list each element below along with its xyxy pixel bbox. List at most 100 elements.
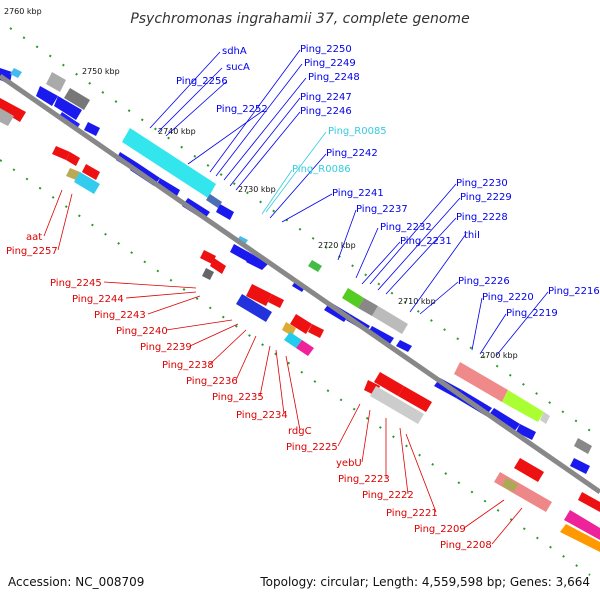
gene-label[interactable]: Ping_2208 bbox=[440, 540, 492, 551]
gene-label[interactable]: Ping_2237 bbox=[356, 204, 408, 215]
tick-label: 2700 kbp bbox=[480, 351, 518, 360]
accession-text: Accession: NC_008709 bbox=[8, 575, 144, 589]
gene-label[interactable]: Ping_2250 bbox=[300, 44, 352, 55]
gene-feature[interactable] bbox=[246, 254, 268, 270]
category-bar bbox=[372, 306, 408, 334]
category-bar bbox=[74, 172, 100, 194]
rna-feature[interactable] bbox=[10, 68, 22, 78]
gene-feature[interactable] bbox=[156, 178, 180, 198]
gene-feature[interactable] bbox=[398, 386, 432, 412]
category-bar bbox=[454, 362, 508, 402]
category-bar bbox=[494, 472, 552, 512]
gene-label[interactable]: Ping_2222 bbox=[362, 490, 414, 501]
category-bar bbox=[502, 390, 544, 422]
category-bar bbox=[46, 72, 66, 92]
gene-label[interactable]: aat bbox=[26, 232, 42, 243]
category-bar bbox=[206, 194, 222, 208]
gene-feature[interactable] bbox=[54, 96, 82, 120]
category-track-upper bbox=[10, 68, 592, 454]
gene-label[interactable]: Ping_2243 bbox=[94, 310, 146, 321]
gene-feature[interactable] bbox=[200, 250, 216, 264]
category-bar bbox=[358, 298, 378, 316]
gene-label[interactable]: Ping_2230 bbox=[456, 178, 508, 189]
reverse-strand-track bbox=[0, 98, 600, 512]
gene-label[interactable]: Ping_2240 bbox=[116, 326, 168, 337]
gene-feature[interactable] bbox=[578, 492, 600, 512]
gene-label[interactable]: Ping_2252 bbox=[216, 104, 268, 115]
gene-label[interactable]: sucA bbox=[226, 62, 250, 73]
gene-label[interactable]: Ping_2229 bbox=[460, 192, 512, 203]
gene-feature[interactable] bbox=[216, 204, 234, 220]
reverse-leader-lines bbox=[43, 189, 523, 545]
category-bar bbox=[236, 294, 272, 322]
gene-feature[interactable] bbox=[82, 164, 100, 180]
gene-label[interactable]: Ping_2228 bbox=[456, 212, 508, 223]
gene-feature[interactable] bbox=[374, 372, 404, 396]
tick-label: 2760 kbp bbox=[4, 7, 42, 16]
gene-feature[interactable] bbox=[246, 284, 272, 306]
gene-label[interactable]: Ping_2248 bbox=[308, 72, 360, 83]
gene-feature[interactable] bbox=[66, 152, 80, 166]
gene-feature[interactable] bbox=[52, 146, 70, 160]
gene-label[interactable]: Ping_2249 bbox=[304, 58, 356, 69]
gene-label[interactable]: Ping_2245 bbox=[50, 278, 102, 289]
gene-label[interactable]: rdgC bbox=[288, 426, 312, 437]
tick-label: 2710 kbp bbox=[398, 297, 436, 306]
gene-feature[interactable] bbox=[514, 458, 544, 482]
reverse-labels: aat Ping_2257 Ping_2245 Ping_2244 Ping_2… bbox=[6, 232, 492, 551]
gene-label[interactable]: sdhA bbox=[222, 46, 247, 57]
category-bar bbox=[202, 268, 214, 280]
gene-label[interactable]: Ping_2238 bbox=[162, 360, 214, 371]
gene-label[interactable]: thiI bbox=[464, 230, 480, 241]
scale-ticks: 2760 kbp 2750 kbp 2740 kbp 2730 kbp 2720… bbox=[4, 7, 518, 360]
gene-label[interactable]: Ping_2209 bbox=[414, 524, 466, 535]
gene-label[interactable]: Ping_2244 bbox=[72, 294, 124, 305]
gene-feature[interactable] bbox=[84, 122, 100, 136]
gene-label[interactable]: Ping_2246 bbox=[300, 106, 352, 117]
gene-feature[interactable] bbox=[570, 458, 590, 474]
category-bar bbox=[64, 88, 90, 110]
gene-label[interactable]: Ping_2242 bbox=[326, 148, 378, 159]
category-bar bbox=[66, 168, 80, 180]
gene-label[interactable]: Ping_2241 bbox=[332, 188, 384, 199]
gene-label[interactable]: Ping_2226 bbox=[458, 276, 510, 287]
rna-label[interactable]: Ping_R0085 bbox=[328, 126, 387, 137]
gene-feature[interactable] bbox=[308, 324, 324, 338]
tick-label: 2720 kbp bbox=[318, 241, 356, 250]
gene-feature[interactable] bbox=[516, 424, 536, 440]
gene-label[interactable]: Ping_2225 bbox=[286, 442, 338, 453]
gene-label[interactable]: Ping_2239 bbox=[140, 342, 192, 353]
gene-label[interactable]: Ping_2256 bbox=[176, 76, 228, 87]
category-bar bbox=[502, 478, 518, 492]
forward-strand-track bbox=[0, 68, 590, 474]
gene-label[interactable]: Ping_2247 bbox=[300, 92, 352, 103]
gene-feature[interactable] bbox=[290, 314, 312, 334]
gene-label[interactable]: Ping_2231 bbox=[400, 236, 452, 247]
genome-backbone bbox=[0, 73, 600, 495]
gene-feature[interactable] bbox=[0, 98, 26, 122]
gene-label[interactable]: Ping_2216 bbox=[548, 286, 600, 297]
gene-feature[interactable] bbox=[210, 258, 226, 274]
category-bar bbox=[560, 524, 600, 552]
gene-feature[interactable] bbox=[36, 86, 58, 106]
gene-label[interactable]: Ping_2235 bbox=[212, 392, 264, 403]
category-bar bbox=[574, 438, 592, 454]
gene-label[interactable]: Ping_2257 bbox=[6, 246, 58, 257]
gene-label[interactable]: Ping_2219 bbox=[506, 308, 558, 319]
outer-guide-line bbox=[9, 27, 593, 433]
gene-feature[interactable] bbox=[268, 294, 284, 308]
gene-feature[interactable] bbox=[488, 408, 520, 432]
gene-label[interactable]: Ping_2236 bbox=[186, 376, 238, 387]
gene-label[interactable]: Ping_2234 bbox=[236, 410, 288, 421]
rna-leader-lines bbox=[261, 131, 327, 215]
gene-feature[interactable] bbox=[368, 326, 394, 344]
gene-label[interactable]: Ping_2221 bbox=[386, 508, 438, 519]
gene-feature[interactable] bbox=[396, 340, 412, 352]
gene-label[interactable]: yebU bbox=[336, 458, 362, 469]
gene-label[interactable]: Ping_2223 bbox=[338, 474, 390, 485]
gene-feature[interactable] bbox=[230, 244, 252, 262]
gene-label[interactable]: Ping_2220 bbox=[482, 292, 534, 303]
rna-label[interactable]: Ping_R0086 bbox=[292, 164, 351, 175]
gene-label[interactable]: Ping_2232 bbox=[380, 222, 432, 233]
